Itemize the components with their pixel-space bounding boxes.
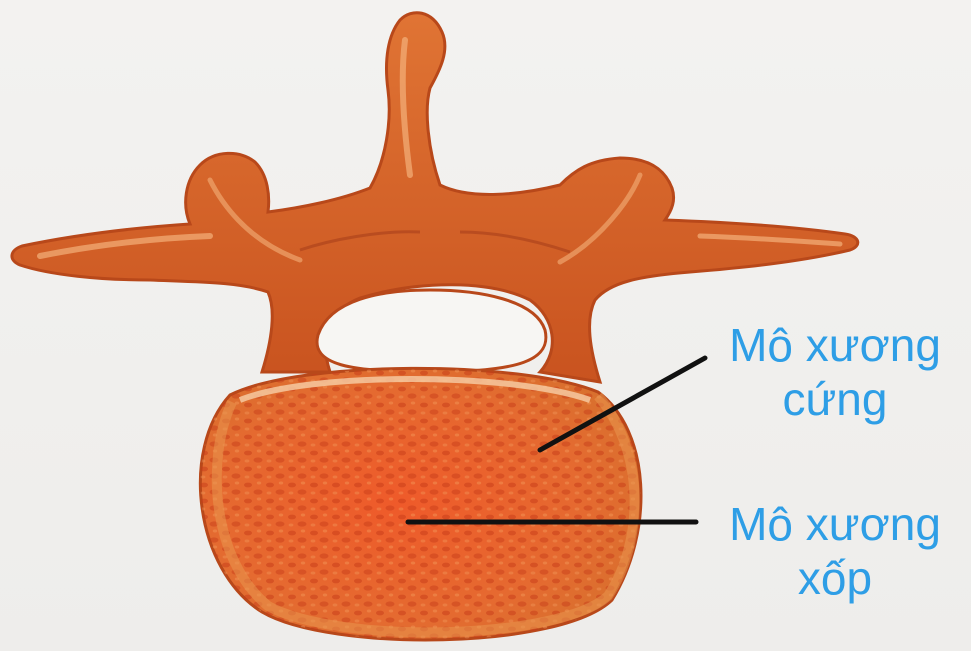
label-spongy-line1: Mô xương	[700, 497, 970, 551]
label-spongy-bone: Mô xương xốp	[700, 497, 970, 605]
label-compact-line1: Mô xương	[700, 318, 970, 372]
label-compact-line2: cứng	[700, 372, 970, 426]
label-spongy-line2: xốp	[700, 551, 970, 605]
label-compact-bone: Mô xương cứng	[700, 318, 970, 426]
vertebral-body	[180, 360, 660, 651]
vertebral-foramen	[317, 290, 546, 372]
